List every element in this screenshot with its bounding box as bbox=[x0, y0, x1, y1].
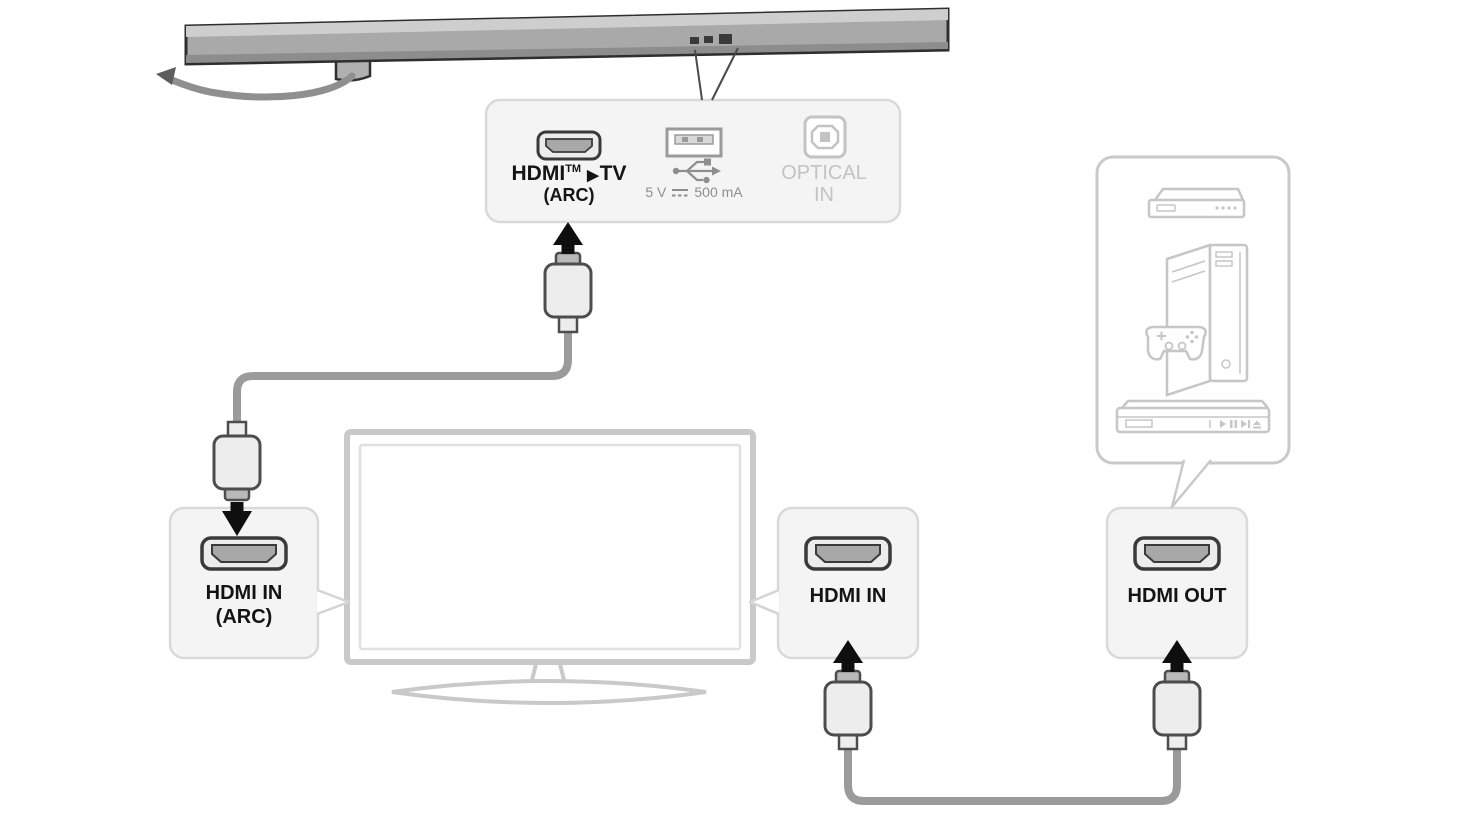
source-hdmi-out-label: HDMI OUT bbox=[1127, 585, 1227, 607]
hdmi-cable-soundbar-to-tvbox bbox=[233, 324, 572, 428]
usb-power-label: 5 V 500 mA bbox=[614, 184, 774, 201]
usb-port-icon bbox=[665, 127, 723, 158]
usb-current-text: 500 mA bbox=[694, 184, 743, 200]
hdmi-port-icon-input bbox=[804, 536, 892, 571]
usb-voltage-text: 5 V bbox=[645, 184, 667, 200]
tv-screen bbox=[358, 443, 742, 651]
hdmi-port-icon-output bbox=[1133, 536, 1221, 571]
source-input-box bbox=[776, 506, 920, 660]
dc-power-icon bbox=[672, 189, 689, 197]
soundbar-illustration bbox=[156, 7, 950, 101]
plug-body bbox=[543, 262, 593, 319]
trademark-text: TM bbox=[565, 163, 582, 175]
controller-buttons bbox=[1185, 330, 1199, 344]
optical-line2: IN bbox=[814, 184, 834, 207]
hdmi-text: HDMI bbox=[511, 162, 566, 185]
usb-trident-icon bbox=[672, 158, 721, 184]
hdmi-cable-plug-left bbox=[212, 420, 262, 502]
plug-body bbox=[1152, 680, 1202, 737]
soundbar-power-cable bbox=[168, 72, 356, 101]
tv-stand-base bbox=[391, 679, 707, 705]
hdmi-port-icon-soundbar bbox=[536, 130, 602, 161]
plug-body bbox=[212, 434, 262, 491]
tv-text: TV bbox=[599, 162, 627, 185]
up-arrow-to-soundbar bbox=[553, 222, 583, 254]
up-arrow-to-input-box bbox=[833, 640, 863, 672]
soundbar-rear-ports bbox=[690, 34, 732, 44]
disc-player-controls bbox=[1220, 420, 1261, 429]
down-arrow-to-tvbox bbox=[222, 502, 252, 536]
tv-illustration bbox=[344, 429, 756, 705]
tv-hdmi-arc-label: (ARC) bbox=[215, 606, 273, 628]
hdmi-cable-input-to-output bbox=[844, 741, 1181, 805]
optical-in-label: OPTICAL IN bbox=[762, 162, 886, 207]
up-arrow-to-output-box bbox=[1162, 640, 1192, 672]
hdmi-cable-plug-top bbox=[543, 251, 593, 334]
disc-player-icon bbox=[1115, 399, 1271, 434]
tv-hdmi-in-label: HDMI IN bbox=[205, 582, 283, 604]
hdmi-arc-to-tv-label: HDMITM ▶TV bbox=[482, 162, 656, 186]
game-controller-icon bbox=[1145, 325, 1207, 361]
game-console-icon bbox=[1165, 243, 1249, 397]
hdmi-port-icon-tvbox bbox=[200, 536, 288, 571]
source-hdmi-in-label: HDMI IN bbox=[809, 585, 887, 607]
right-triangle-glyph: ▶ bbox=[587, 167, 599, 184]
hdmi-cable-plug-output bbox=[1152, 669, 1202, 751]
input-box-callout-tail bbox=[748, 588, 780, 616]
optical-port-icon bbox=[803, 115, 847, 159]
hdmi-cable-plug-input bbox=[823, 669, 873, 751]
source-output-box bbox=[1105, 506, 1249, 660]
hdmi-arc-sub-label: (ARC) bbox=[543, 185, 595, 205]
cable-end-tip bbox=[156, 67, 176, 85]
plug-body bbox=[823, 680, 873, 737]
devices-callout-tail bbox=[1170, 459, 1212, 509]
set-top-box-buttons bbox=[1215, 206, 1237, 210]
soundbar-bottom-shade bbox=[186, 42, 948, 63]
ports-callout-lines bbox=[694, 47, 739, 101]
optical-line1: OPTICAL bbox=[781, 162, 867, 184]
set-top-box-icon bbox=[1147, 187, 1246, 219]
soundbar-top-highlight bbox=[186, 9, 948, 37]
tv-box-callout-tail bbox=[316, 588, 351, 616]
